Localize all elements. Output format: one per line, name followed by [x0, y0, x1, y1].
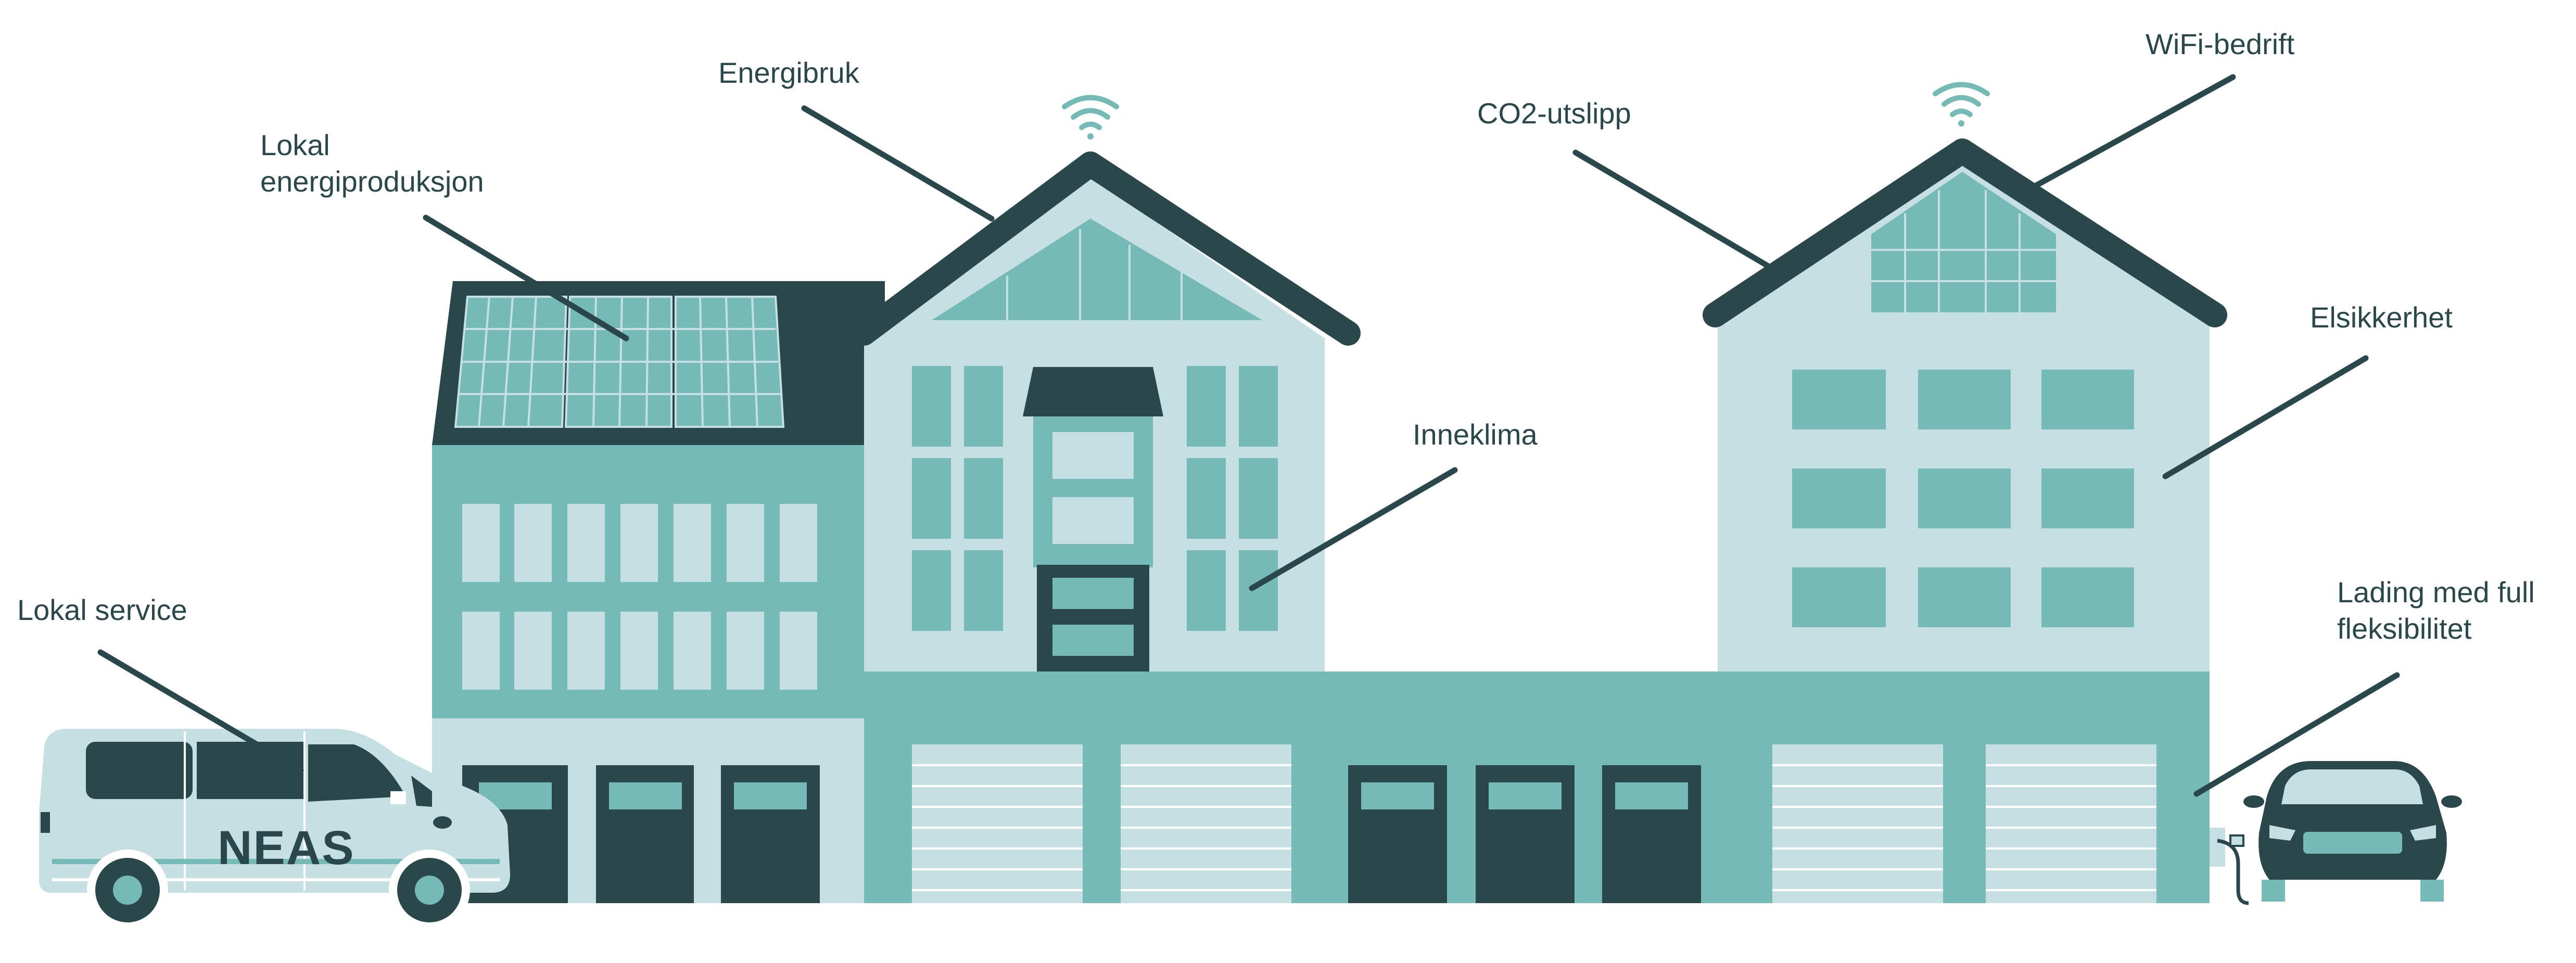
- label-lading-line1: Lading med full: [2337, 576, 2535, 609]
- label-lokal-service: Lokal service: [17, 593, 187, 626]
- label-lading-line2: fleksibilitet: [2337, 612, 2472, 645]
- charger-box: [2210, 828, 2225, 867]
- leader-lading: [2193, 672, 2400, 797]
- electric-car-icon: [2243, 761, 2462, 902]
- garage-block: [864, 671, 2225, 903]
- leader-co2-utslipp: [1572, 149, 1770, 269]
- van-brand-logo: NEAS: [218, 821, 355, 875]
- leader-energibruk: [801, 105, 995, 222]
- leader-inneklima: [1249, 467, 1458, 591]
- label-lokal-energiproduksjon-line1: Lokal: [260, 129, 330, 161]
- charging-cable-icon: [2217, 839, 2249, 905]
- right-building: [1703, 138, 2227, 674]
- service-van-icon: NEAS: [39, 729, 510, 931]
- wifi-icon: [1933, 82, 1990, 126]
- label-co2-utslipp: CO2-utslipp: [1477, 97, 1631, 130]
- label-inneklima: Inneklima: [1413, 418, 1538, 451]
- label-lokal-energiproduksjon-line2: energiproduksjon: [260, 165, 484, 198]
- middle-building: [852, 151, 1361, 674]
- label-elsikkerhet: Elsikkerhet: [2310, 301, 2453, 334]
- solar-panel-icon: [454, 296, 785, 428]
- leader-lines: [97, 74, 2400, 797]
- wifi-icon: [1062, 95, 1119, 140]
- left-building: [432, 281, 885, 903]
- leader-lokal-energiproduksjon: [423, 214, 629, 341]
- leader-wifi-bedrift: [2029, 74, 2236, 191]
- label-wifi-bedrift: WiFi-bedrift: [2146, 28, 2295, 60]
- leader-elsikkerhet: [2162, 355, 2369, 479]
- label-energibruk: Energibruk: [718, 56, 859, 89]
- leader-lokal-service: [97, 649, 304, 774]
